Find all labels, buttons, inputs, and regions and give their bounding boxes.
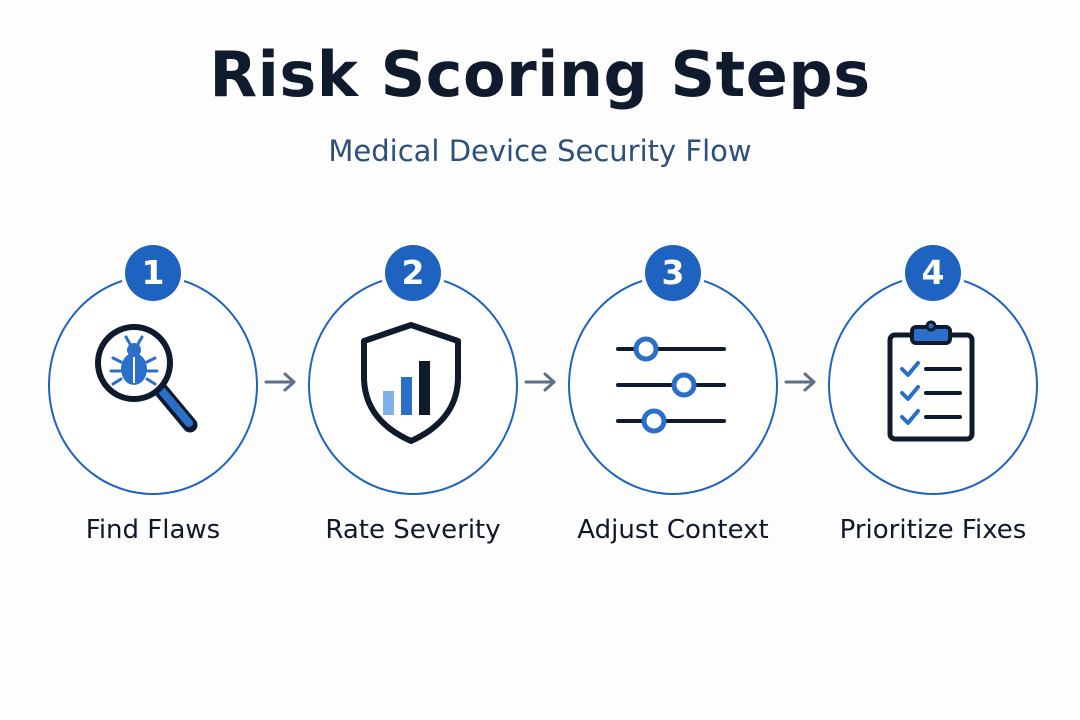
step-label: Rate Severity xyxy=(325,515,501,545)
step-prioritize-fixes: 4 Prioritize Fixes xyxy=(828,245,1038,575)
step-rate-severity: 2 Rate Severity xyxy=(308,245,518,575)
step-adjust-context: 3 Adjust Context xyxy=(568,245,778,575)
step-number-badge: 2 xyxy=(385,245,441,301)
page-subtitle: Medical Device Security Flow xyxy=(328,134,752,168)
page-title: Risk Scoring Steps xyxy=(209,38,871,111)
step-find-flaws: 1 Find Flaws xyxy=(48,245,258,575)
arrow-right-icon xyxy=(264,372,296,392)
step-number-badge: 1 xyxy=(125,245,181,301)
sliders-icon xyxy=(616,336,726,434)
bug-magnifier-icon xyxy=(95,324,198,433)
checklist-clipboard-icon xyxy=(887,320,975,442)
step-number-badge: 3 xyxy=(645,245,701,301)
arrow-right-icon xyxy=(784,372,816,392)
arrow-right-icon xyxy=(524,372,556,392)
step-number-badge: 4 xyxy=(905,245,961,301)
step-label: Adjust Context xyxy=(577,515,769,545)
step-label: Prioritize Fixes xyxy=(839,515,1027,545)
shield-bar-chart-icon xyxy=(361,322,461,444)
step-label: Find Flaws xyxy=(85,515,221,545)
